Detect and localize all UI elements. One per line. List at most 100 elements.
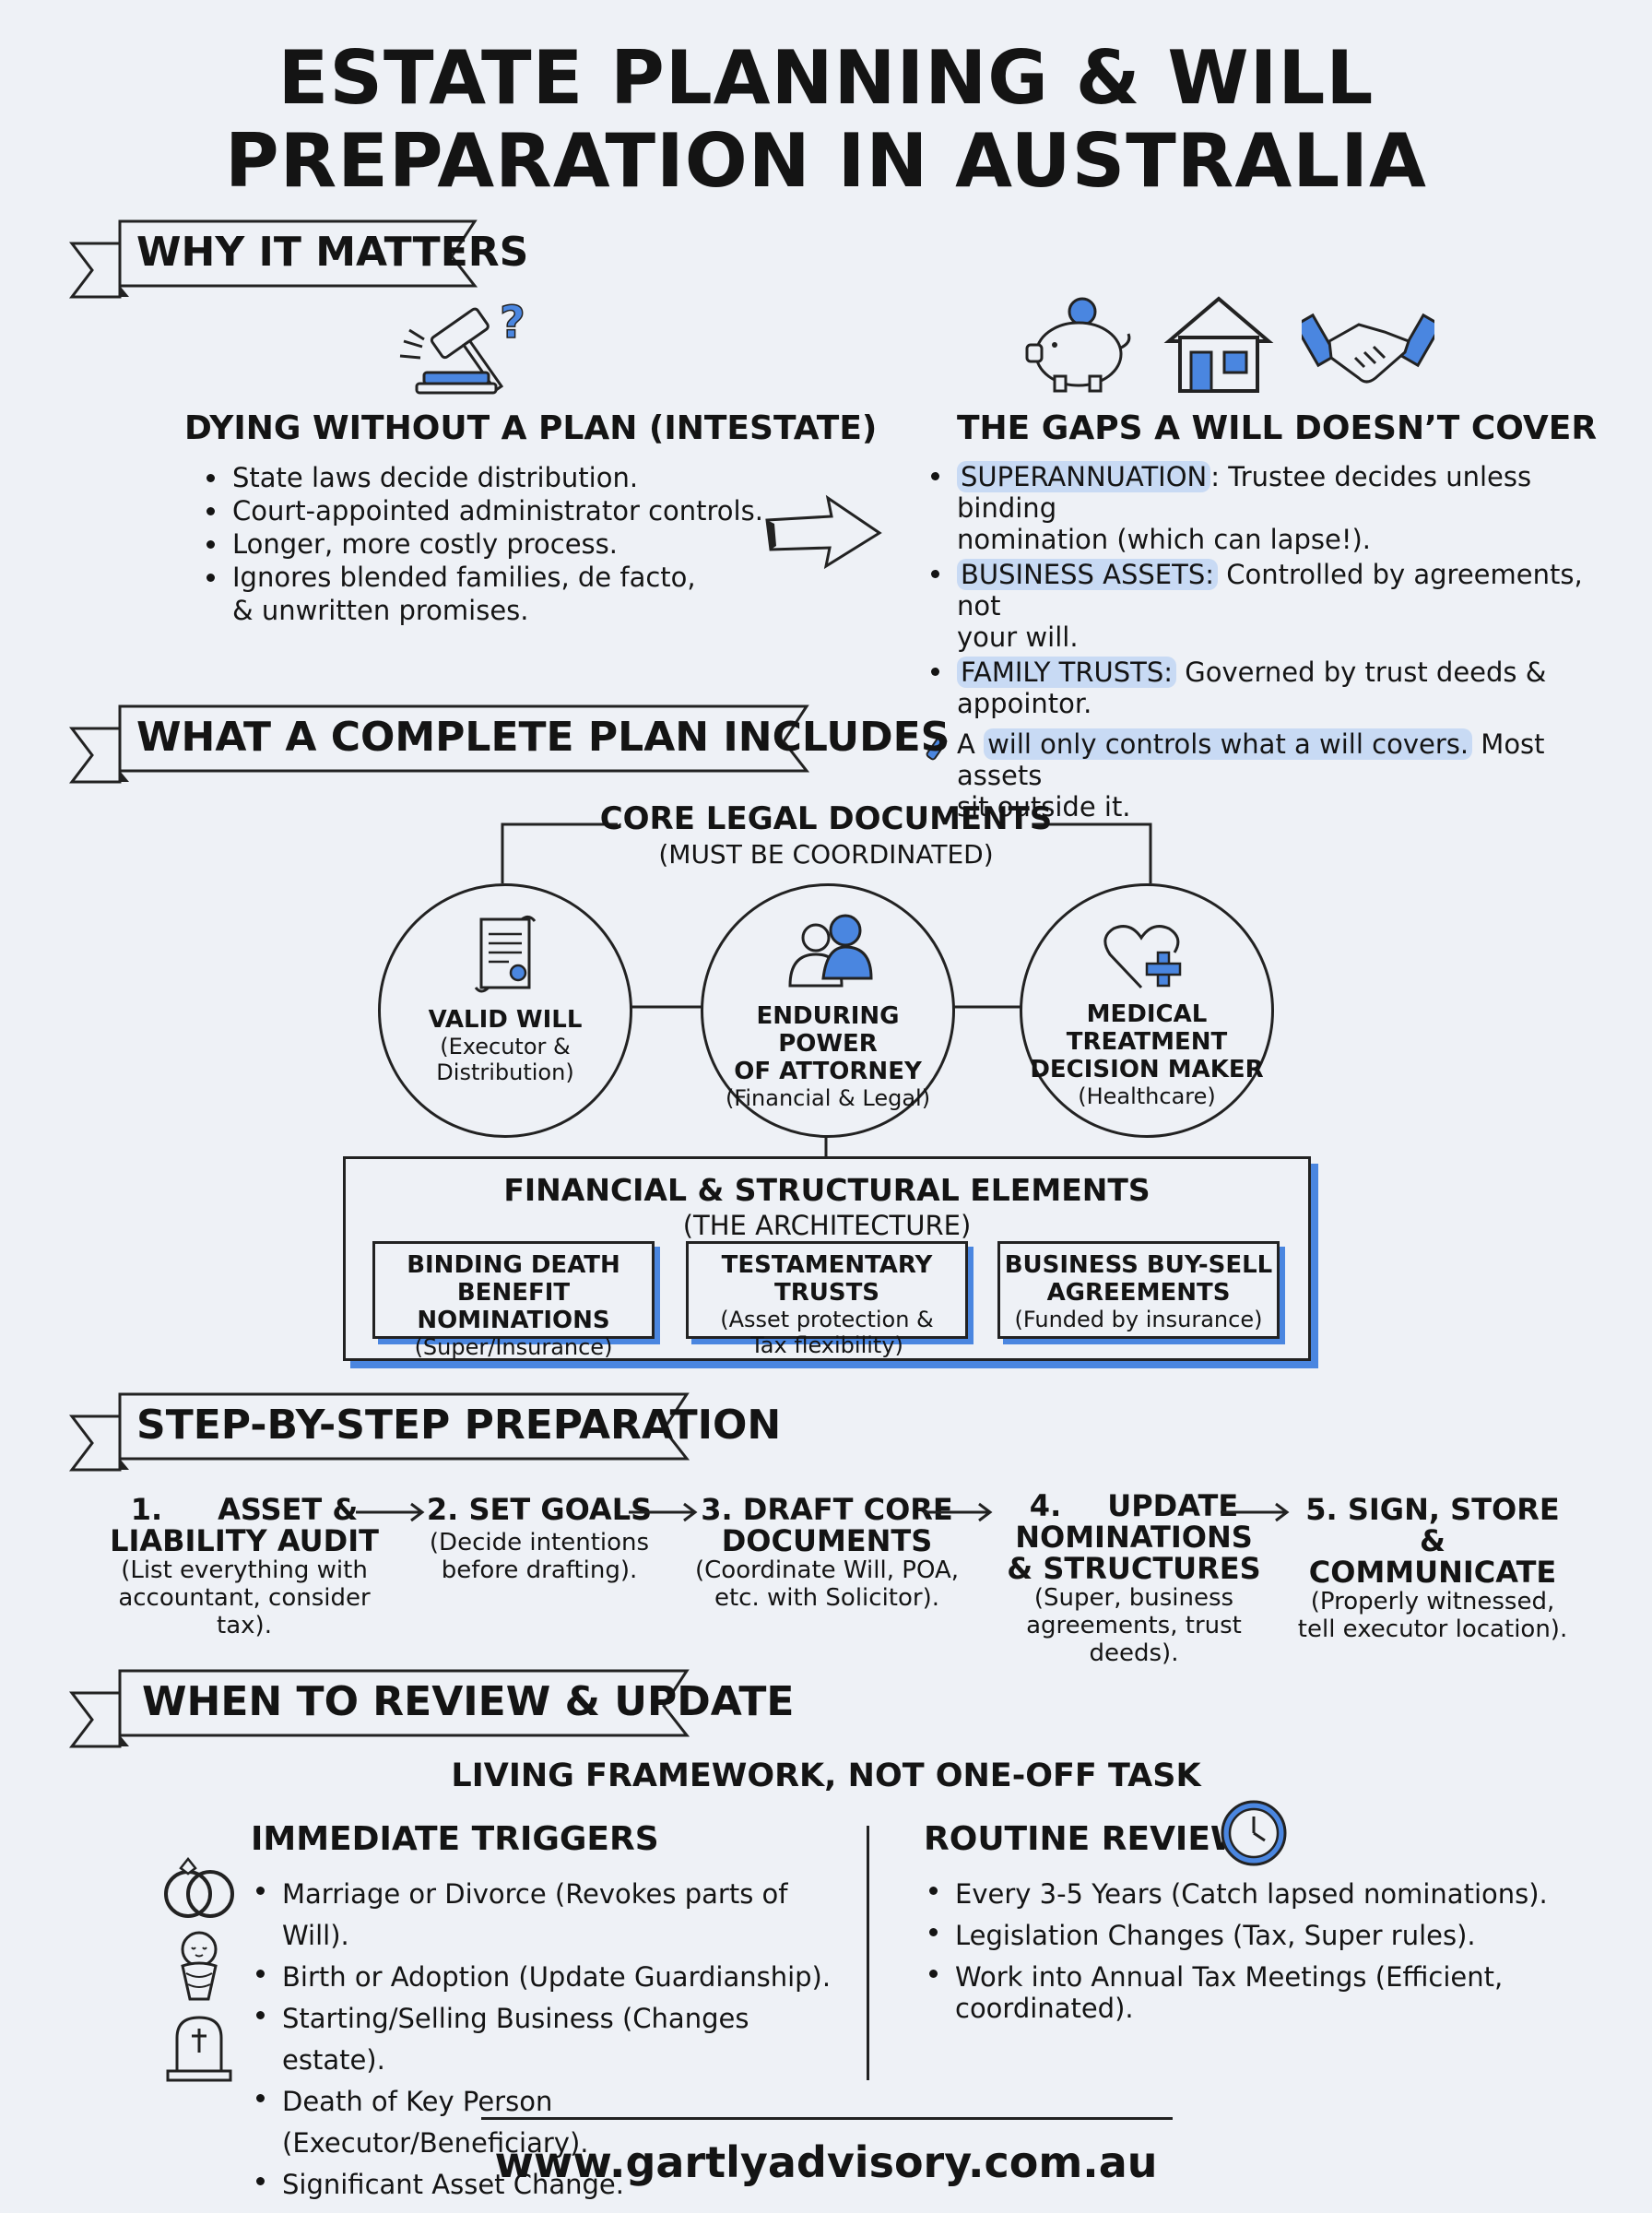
core-docs-heading: CORE LEGAL DOCUMENTS (MUST BE COORDINATE… [549, 800, 1103, 870]
clock-icon [1221, 1800, 1287, 1866]
ribbon-banner-icon [68, 1392, 690, 1472]
step-number: 4. [1029, 1488, 1062, 1523]
fin-box-sub-2: Tax flexibility) [750, 1332, 903, 1358]
list-item: Birth or Adoption (Update Guardianship). [251, 1957, 841, 1998]
trusts-text: Governed by trust deeds & appointor. [957, 657, 1547, 719]
routine-list-continuation: coordinated). [955, 1993, 1134, 2024]
ribbon-label: WHAT A COMPLETE PLAN INCLUDES [136, 714, 950, 761]
circle-sub-1: (Executor & [440, 1034, 571, 1059]
handshake-icon [1302, 313, 1434, 384]
core-doc-will: VALID WILL (Executor & Distribution) [378, 883, 632, 1138]
gap-note: A will only controls what a will covers.… [926, 728, 1610, 822]
step-sub-2: etc. with Solicitor). [714, 1584, 940, 1612]
step-sub-1: (Decide intentions [429, 1529, 650, 1556]
step-sub-3: deeds). [1089, 1639, 1179, 1667]
list-item: Starting/Selling Business (Changes estat… [251, 1998, 841, 2081]
gaps-title: THE GAPS A WILL DOESN’T COVER [957, 409, 1598, 447]
step-arrow-icon [356, 1502, 425, 1522]
step-title-1: 2. SET GOALS [426, 1492, 653, 1527]
step-5: 5. SIGN, STORE & COMMUNICATE (Properly w… [1294, 1494, 1571, 1643]
ribbon-banner-icon [68, 1669, 690, 1748]
step-title-1: 5. SIGN, STORE & [1305, 1492, 1560, 1558]
fin-box-title-1: BINDING DEATH [407, 1251, 620, 1279]
gap-item-business: BUSINESS ASSETS: Controlled by agreement… [927, 559, 1610, 653]
fin-box-trusts: TESTAMENTARY TRUSTS (Asset protection & … [686, 1241, 968, 1358]
bullet-dot [931, 570, 939, 578]
fin-subtitle: (THE ARCHITECTURE) [682, 1210, 972, 1241]
section-ribbon-review: WHEN TO REVIEW & UPDATE [65, 1667, 794, 1756]
step-sub-1: (List everything with [121, 1556, 368, 1584]
ribbon-label: STEP-BY-STEP PREPARATION [136, 1402, 782, 1449]
immediate-title: IMMEDIATE TRIGGERS [251, 1820, 659, 1858]
core-doc-medical-treatment: MEDICAL TREATMENT DECISION MAKER (Health… [1020, 883, 1274, 1138]
circle-title-1: MEDICAL TREATMENT [1066, 1000, 1228, 1056]
pencil-icon [926, 735, 948, 761]
step-sub-2: tell executor location). [1297, 1615, 1568, 1643]
super-label: SUPERANNUATION [957, 461, 1211, 492]
business-text-2: your will. [957, 621, 1079, 653]
section-ribbon-why: WHY IT MATTERS [65, 218, 528, 306]
super-text: : Trustee decides unless binding [957, 461, 1532, 524]
circle-sub-2: Distribution) [436, 1059, 574, 1085]
circle-title: VALID WILL [428, 1006, 583, 1034]
fin-box-title-2: AGREEMENTS [1046, 1279, 1231, 1307]
step-3: 3. DRAFT CORE DOCUMENTS (Coordinate Will… [693, 1494, 961, 1612]
business-label: BUSINESS ASSETS: [957, 559, 1219, 590]
step-title-2: LIABILITY AUDIT [110, 1523, 379, 1558]
step-title: 4. UPDATE [996, 1490, 1272, 1521]
routine-list: Every 3-5 Years (Catch lapsed nomination… [924, 1874, 1587, 1998]
routine-title: ROUTINE REVIEWS [924, 1820, 1271, 1858]
step-arrow-icon [629, 1502, 698, 1522]
arrow-right-icon [765, 494, 882, 570]
list-item: State laws decide distribution. [201, 461, 791, 494]
step-sub-1: (Properly witnessed, [1310, 1588, 1555, 1615]
step-title-1: 3. DRAFT CORE [701, 1492, 953, 1527]
baby-icon [181, 1931, 218, 2001]
list-item: Work into Annual Tax Meetings (Efficient… [924, 1957, 1587, 1998]
fin-box-sub: (Super/Insurance) [414, 1334, 613, 1360]
note-highlight: will only controls what a will covers. [984, 728, 1473, 760]
fin-title: FINANCIAL & STRUCTURAL ELEMENTS [503, 1172, 1150, 1208]
list-item: Court-appointed administrator controls. [201, 494, 791, 527]
section-ribbon-plan: WHAT A COMPLETE PLAN INCLUDES [65, 703, 950, 791]
step-title-2: COMMUNICATE [1308, 1555, 1557, 1590]
note-rest: Most assets [957, 728, 1545, 791]
ribbon-label: WHEN TO REVIEW & UPDATE [142, 1678, 795, 1725]
super-text-2: nomination (which can lapse!). [957, 524, 1372, 555]
step-4: 4.UPDATE NOMINATIONS & STRUCTURES (Super… [996, 1490, 1272, 1667]
ribbon-banner-icon [68, 704, 810, 784]
svg-text:?: ? [500, 297, 525, 349]
step-sub-2: accountant, consider tax). [118, 1584, 371, 1639]
step-sub-1: (Coordinate Will, POA, [694, 1556, 959, 1584]
rings-icon [164, 1856, 234, 1918]
title-line-1: ESTATE PLANNING & WILL [277, 35, 1375, 121]
list-item: Every 3-5 Years (Catch lapsed nomination… [924, 1874, 1587, 1915]
bullet-dot [931, 668, 939, 676]
scroll-icon [474, 915, 537, 993]
circle-title-1: ENDURING POWER [756, 1002, 900, 1058]
core-connector-lines [501, 822, 1152, 1158]
step-title-2: NOMINATIONS [1015, 1520, 1253, 1555]
circle-sub-1: (Healthcare) [1078, 1083, 1216, 1109]
step-sub-2: before drafting). [441, 1556, 638, 1584]
gap-item-super: SUPERANNUATION: Trustee decides unless b… [927, 461, 1610, 555]
list-item: Death of Key Person (Executor/Beneficiar… [251, 2081, 841, 2164]
ribbon-label: WHY IT MATTERS [136, 229, 529, 276]
footer-url[interactable]: www.gartlyadvisory.com.au [494, 2137, 1158, 2187]
step-sub-1: (Super, business [1033, 1584, 1234, 1612]
fin-box-title-1: BUSINESS BUY-SELL [1004, 1251, 1273, 1279]
title-line-2: PREPARATION IN AUSTRALIA [225, 118, 1427, 204]
step-title: 1.ASSET & [92, 1494, 396, 1525]
footer-divider [481, 2117, 1173, 2120]
step-1: 1.ASSET & LIABILITY AUDIT (List everythi… [92, 1494, 396, 1639]
trusts-label: FAMILY TRUSTS: [957, 657, 1177, 688]
ribbon-banner-icon [68, 219, 478, 299]
circle-title-2: DECISION MAKER [1030, 1056, 1264, 1083]
step-arrow-icon [1221, 1502, 1290, 1522]
step-title-1: UPDATE [1107, 1488, 1239, 1523]
fin-box-title-2: BENEFIT NOMINATIONS [417, 1279, 610, 1334]
column-divider [867, 1826, 869, 2080]
step-title-1: ASSET & [218, 1492, 359, 1527]
people-icon [788, 914, 873, 988]
fin-box-title-1: TESTAMENTARY TRUSTS [721, 1251, 933, 1307]
